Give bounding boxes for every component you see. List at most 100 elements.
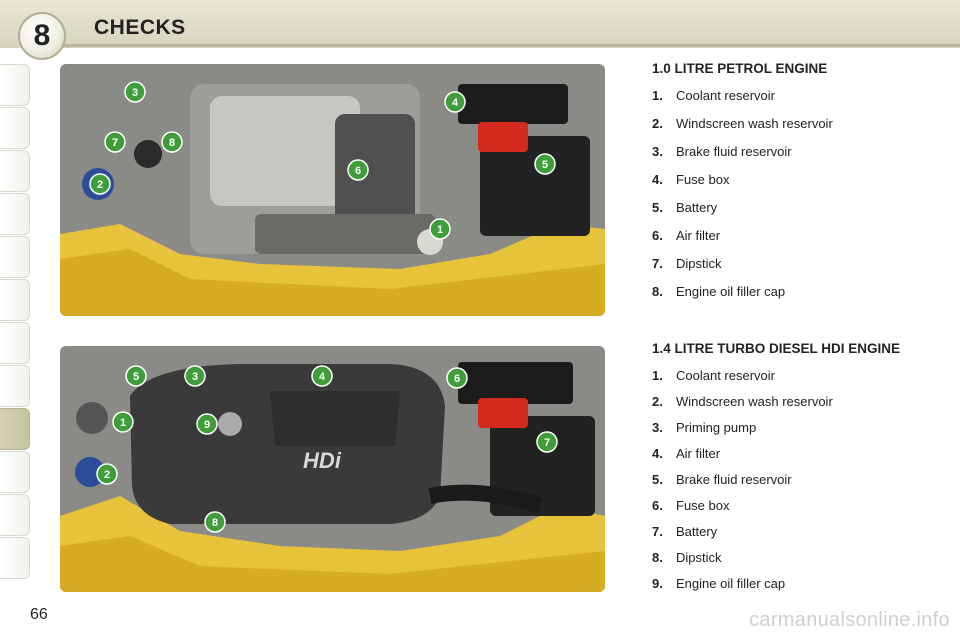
item-label: Windscreen wash reservoir [676, 116, 833, 131]
list-item: 2. Windscreen wash reservoir [652, 394, 932, 420]
svg-text:5: 5 [133, 371, 139, 383]
chapter-tab-rail [0, 64, 34, 579]
svg-text:2: 2 [97, 179, 103, 191]
chapter-tab-2[interactable] [0, 107, 30, 149]
callout-5: 5 [534, 153, 556, 175]
item-label: Battery [676, 200, 718, 215]
item-number: 5. [652, 472, 663, 487]
callout-3: 3 [184, 365, 206, 387]
svg-text:4: 4 [319, 371, 326, 383]
list-item: 1. Coolant reservoir [652, 368, 932, 394]
callout-4: 4 [444, 91, 466, 113]
item-number: 7. [652, 256, 663, 271]
callout-1: 1 [429, 218, 451, 240]
callout-2: 2 [89, 173, 111, 195]
diesel-engine-illustration: HDi 1 2 3 4 5 6 7 8 9 [60, 346, 605, 592]
svg-text:3: 3 [132, 87, 138, 99]
svg-text:8: 8 [169, 137, 175, 149]
item-label: Air filter [676, 446, 721, 461]
svg-text:1: 1 [437, 224, 443, 236]
svg-text:4: 4 [452, 97, 459, 109]
callout-1: 1 [112, 411, 134, 433]
svg-text:1: 1 [120, 417, 126, 429]
list-item: 6. Air filter [652, 228, 932, 256]
item-label: Brake fluid reservoir [676, 144, 792, 159]
item-number: 1. [652, 88, 663, 103]
list-item: 8.Dipstick [652, 550, 932, 576]
list-item: 4.Air filter [652, 446, 932, 472]
item-label: Windscreen wash reservoir [676, 394, 833, 409]
list-item: 7. Battery [652, 524, 932, 550]
item-number: 8. [652, 284, 663, 299]
list-item: 8. Engine oil filler cap [652, 284, 932, 312]
chapter-tab-6[interactable] [0, 279, 30, 321]
watermark: carmanualsonline.info [749, 609, 950, 631]
hdi-logo: HDi [303, 448, 342, 473]
item-label: Priming pump [676, 420, 757, 435]
diesel-engine-list: 1. Coolant reservoir 2. Windscreen wash re… [652, 368, 932, 602]
list-item: 1. Coolant reservoir [652, 88, 932, 116]
item-number: 7. [652, 524, 663, 539]
item-number: 6. [652, 498, 663, 513]
item-label: Fuse box [676, 498, 730, 513]
svg-text:7: 7 [544, 437, 550, 449]
item-number: 2. [652, 394, 663, 409]
item-label: Fuse box [676, 172, 730, 187]
item-number: 8. [652, 550, 663, 565]
header-divider [60, 44, 960, 47]
page-number: 66 [30, 606, 48, 623]
callout-6: 6 [347, 159, 369, 181]
item-number: 3. [652, 144, 663, 159]
callout-8: 8 [161, 131, 183, 153]
svg-text:6: 6 [355, 165, 361, 177]
chapter-tab-10[interactable] [0, 451, 30, 493]
petrol-engine-list: 1. Coolant reservoir 2. Windscreen wash re… [652, 88, 932, 312]
svg-text:3: 3 [192, 371, 198, 383]
svg-text:8: 8 [212, 517, 218, 529]
svg-text:5: 5 [542, 159, 548, 171]
callout-9: 9 [196, 413, 218, 435]
diesel-engine-title: 1.4 LITRE TURBO DIESEL HDI ENGINE [652, 341, 901, 356]
item-number: 2. [652, 116, 663, 131]
list-item: 5.Battery [652, 200, 932, 228]
item-label: Coolant reservoir [676, 88, 775, 103]
chapter-tab-7[interactable] [0, 322, 30, 364]
list-item: 7.Dipstick [652, 256, 932, 284]
callout-7: 7 [104, 131, 126, 153]
item-label: Battery [676, 524, 718, 539]
chapter-tab-1[interactable] [0, 64, 30, 106]
chapter-tab-8[interactable] [0, 365, 30, 407]
callout-6: 6 [446, 367, 468, 389]
callout-4: 4 [311, 365, 333, 387]
item-label: Engine oil filler cap [676, 576, 786, 591]
item-label: Air filter [676, 228, 721, 243]
item-number: 1. [652, 368, 663, 383]
list-item: 5. Brake fluid reservoir [652, 472, 932, 498]
chapter-title: CHECKS [94, 16, 186, 39]
list-item: 3. Brake fluid reservoir [652, 144, 932, 172]
chapter-number-badge: 8 [18, 12, 66, 60]
callout-5: 5 [125, 365, 147, 387]
svg-text:9: 9 [204, 419, 210, 431]
item-label: Brake fluid reservoir [676, 472, 792, 487]
item-label: Engine oil filler cap [676, 284, 786, 299]
svg-text:6: 6 [454, 373, 460, 385]
chapter-tab-3[interactable] [0, 150, 30, 192]
list-item: 6. Fuse box [652, 498, 932, 524]
list-item: 3. Priming pump [652, 420, 932, 446]
callout-8: 8 [204, 511, 226, 533]
callout-7: 7 [536, 431, 558, 453]
diesel-engine-legend: 1.4 LITRE TURBO DIESEL HDI ENGINE 1. Cool… [652, 342, 932, 602]
item-number: 3. [652, 420, 663, 435]
item-number: 4. [652, 172, 663, 187]
chapter-tab-9[interactable] [0, 408, 30, 450]
list-item: 9.Engine oil filler cap [652, 576, 932, 602]
chapter-tab-4[interactable] [0, 193, 30, 235]
chapter-tab-11[interactable] [0, 494, 30, 536]
svg-text:2: 2 [104, 469, 110, 481]
item-number: 6. [652, 228, 663, 243]
list-item: 2. Windscreen wash reservoir [652, 116, 932, 144]
item-label: Coolant reservoir [676, 368, 775, 383]
chapter-tab-12[interactable] [0, 537, 30, 579]
chapter-tab-5[interactable] [0, 236, 30, 278]
